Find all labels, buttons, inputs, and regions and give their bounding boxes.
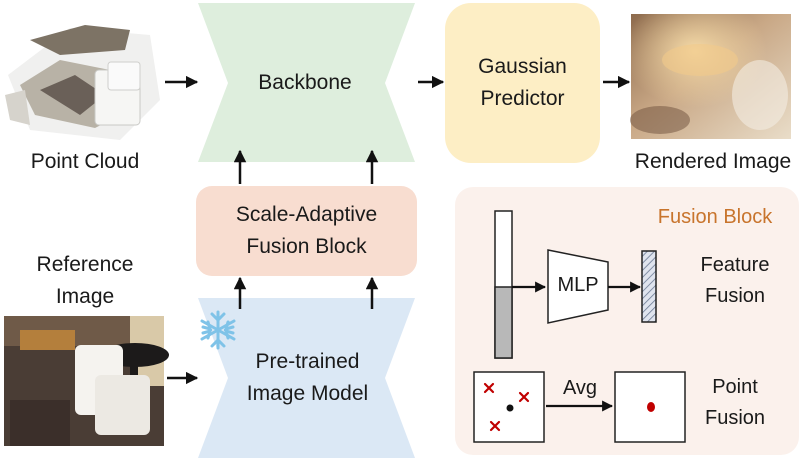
gaussian-predictor-block (445, 3, 600, 163)
feature-fusion-line1: Feature (700, 254, 770, 276)
rendered-image-label: Rendered Image (634, 150, 792, 173)
point-fusion-line1: Point (712, 376, 758, 398)
pretrained-model-block (198, 298, 415, 458)
scale-adaptive-fusion-block (196, 186, 417, 276)
gaussian-predictor-label: Gaussian Predictor (445, 51, 600, 115)
fusion-line1: Scale-Adaptive (235, 203, 378, 226)
feature-vector-fill (494, 286, 513, 359)
pretrained-line1: Pre-trained (255, 350, 360, 373)
mlp-block (547, 249, 609, 324)
backbone-block (198, 3, 415, 162)
point-cloud-image (5, 25, 160, 140)
gaussian-line1: Gaussian (478, 55, 567, 78)
pretrained-line2: Image Model (246, 382, 369, 405)
fused-feature-bar (641, 250, 657, 323)
reference-line2: Image (55, 285, 115, 308)
scale-adaptive-fusion-label: Scale-Adaptive Fusion Block (196, 199, 417, 263)
feature-fusion-line2: Fusion (704, 285, 766, 307)
avg-label: Avg (562, 377, 598, 399)
point-cloud-label: Point Cloud (30, 150, 140, 173)
fusion-block-title: Fusion Block (657, 206, 773, 228)
cross-marks (483, 382, 530, 432)
reference-line1: Reference (36, 253, 134, 276)
backbone-label: Backbone (258, 71, 352, 94)
feature-fusion-label: Feature Fusion (680, 250, 790, 312)
center-point (506, 404, 514, 412)
rendered-image (630, 14, 791, 139)
reference-image (4, 316, 169, 446)
mlp-label: MLP (557, 274, 599, 296)
reference-image-label: Reference Image (0, 249, 170, 313)
gaussian-line2: Predictor (480, 87, 565, 110)
fusion-line2: Fusion Block (246, 235, 367, 258)
point-fusion-line2: Fusion (704, 407, 766, 429)
pretrained-model-label: Pre-trained Image Model (200, 346, 415, 410)
point-fusion-label: Point Fusion (680, 372, 790, 434)
fused-point (647, 402, 655, 412)
snowflake-icon (200, 310, 236, 350)
